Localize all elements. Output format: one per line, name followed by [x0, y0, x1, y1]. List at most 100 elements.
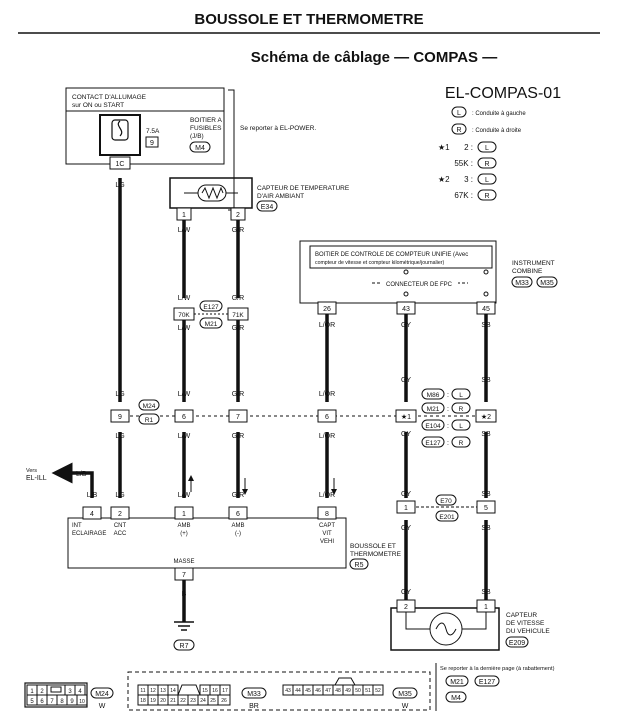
svg-text:7: 7 — [182, 572, 186, 579]
legend: L : Conduite à gauche R : Conduite à dro… — [438, 106, 526, 201]
svg-text:R: R — [459, 440, 464, 447]
svg-text:45: 45 — [305, 688, 311, 694]
svg-text:(+): (+) — [180, 531, 188, 537]
svg-text:R: R — [456, 127, 461, 134]
svg-text:INSTRUMENT: INSTRUMENT — [512, 260, 555, 267]
svg-text:16: 16 — [212, 688, 218, 694]
svg-text:M21: M21 — [450, 679, 464, 686]
svg-text:BOITIER A: BOITIER A — [190, 117, 222, 124]
svg-text:13: 13 — [160, 688, 166, 694]
svg-text:L/W: L/W — [178, 492, 191, 499]
svg-text:4: 4 — [78, 689, 82, 695]
svg-text:R5: R5 — [355, 562, 364, 569]
svg-text:2: 2 — [118, 511, 122, 518]
svg-text:47: 47 — [325, 688, 331, 694]
svg-text::: : — [447, 392, 449, 399]
svg-text:1: 1 — [484, 604, 488, 611]
svg-text:BOUSSOLE ET: BOUSSOLE ET — [350, 543, 396, 550]
ground-symbol: R7 — [173, 621, 195, 651]
svg-text:6: 6 — [325, 414, 329, 421]
svg-text:L/OR: L/OR — [319, 492, 335, 499]
svg-text::: : — [447, 423, 449, 430]
svg-text:49: 49 — [345, 688, 351, 694]
svg-text:R7: R7 — [180, 643, 189, 650]
svg-text:45: 45 — [482, 306, 490, 313]
svg-text:M33: M33 — [515, 280, 529, 287]
svg-text:M21: M21 — [427, 406, 440, 413]
svg-text:W: W — [402, 703, 409, 710]
joint-connector-70k: 70K 71K E127 M21 — [173, 300, 249, 329]
svg-text:ECLAIRAGE: ECLAIRAGE — [72, 531, 106, 537]
svg-text:G/R: G/R — [232, 492, 244, 499]
svg-text:Vers: Vers — [26, 468, 37, 474]
svg-text:8: 8 — [60, 699, 64, 705]
svg-text:L/OR: L/OR — [319, 433, 335, 440]
power-ref-note: Se reporter à EL-POWER. — [240, 125, 316, 132]
svg-text:E201: E201 — [439, 514, 455, 521]
svg-text:L: L — [457, 110, 461, 117]
svg-text:DE VITESSE: DE VITESSE — [506, 620, 545, 627]
joint-connector-mid: 9 6 7 6 ★1 ★2 M24 R1 M86 : L M21 : R E10… — [110, 388, 497, 448]
svg-text:GY: GY — [401, 431, 411, 438]
svg-text:70K: 70K — [178, 312, 190, 319]
svg-text:GY: GY — [401, 377, 411, 384]
svg-text:M86: M86 — [427, 392, 440, 399]
diagram-code: EL-COMPAS-01 — [445, 85, 561, 102]
svg-text:★1: ★1 — [401, 413, 411, 421]
wire-runs — [72, 178, 488, 622]
svg-text:7: 7 — [236, 414, 240, 421]
svg-text:E34: E34 — [261, 204, 274, 211]
svg-text:M33: M33 — [247, 691, 261, 698]
svg-text:26: 26 — [221, 698, 227, 704]
svg-text::: : — [447, 406, 449, 413]
svg-text:L: L — [485, 177, 489, 184]
svg-text:1: 1 — [404, 505, 408, 512]
svg-text:LG: LG — [115, 391, 124, 398]
svg-text:W: W — [99, 703, 106, 710]
svg-text:B: B — [182, 591, 187, 598]
svg-text:LG: LG — [115, 433, 124, 440]
svg-text:4: 4 — [90, 511, 94, 518]
svg-text:G/R: G/R — [232, 325, 244, 332]
svg-text:G/R: G/R — [232, 433, 244, 440]
svg-text:21: 21 — [170, 698, 176, 704]
svg-text:6: 6 — [40, 699, 44, 705]
svg-text:R: R — [484, 161, 489, 168]
svg-text:L/OR: L/OR — [319, 322, 335, 329]
svg-text:23: 23 — [190, 698, 196, 704]
svg-text:67K :: 67K : — [454, 191, 473, 200]
svg-text:BOITIER DE CONTROLE DE COMPTEU: BOITIER DE CONTROLE DE COMPTEUR UNIFIE (… — [315, 252, 468, 258]
svg-text:ACC: ACC — [114, 531, 127, 537]
svg-text:L/W: L/W — [178, 391, 191, 398]
diagram-subtitle: Schéma de câblage — COMPAS — — [251, 49, 497, 66]
svg-text:2: 2 — [404, 604, 408, 611]
svg-text:FUSIBLES: FUSIBLES — [190, 125, 222, 132]
svg-text:VEHI: VEHI — [320, 539, 334, 545]
svg-text:9: 9 — [70, 699, 74, 705]
svg-text:★2: ★2 — [438, 175, 450, 184]
svg-text:1C: 1C — [116, 161, 125, 168]
page-title: BOUSSOLE ET THERMOMETRE — [194, 11, 423, 28]
svg-text:3: 3 — [68, 689, 72, 695]
svg-text:EL-ILL: EL-ILL — [26, 475, 47, 482]
svg-text:E70: E70 — [440, 498, 452, 505]
svg-text:LG: LG — [115, 182, 124, 189]
svg-text:M24: M24 — [143, 403, 156, 410]
svg-text:D'AIR AMBIANT: D'AIR AMBIANT — [257, 193, 304, 200]
svg-text:L/W: L/W — [178, 295, 191, 302]
to-el-ill: Vers EL-ILL L/B — [26, 462, 87, 484]
svg-text:CAPTEUR DE TEMPERATURE: CAPTEUR DE TEMPERATURE — [257, 185, 350, 192]
svg-text:GY: GY — [401, 589, 411, 596]
svg-text:43: 43 — [285, 688, 291, 694]
svg-text:AMB: AMB — [177, 523, 190, 529]
svg-text:9: 9 — [118, 414, 122, 421]
svg-text:THERMOMETRE: THERMOMETRE — [350, 551, 402, 558]
svg-text:5: 5 — [484, 505, 488, 512]
svg-text:15: 15 — [202, 688, 208, 694]
svg-text:22: 22 — [180, 698, 186, 704]
svg-text:1: 1 — [30, 689, 34, 695]
svg-text:LG: LG — [115, 492, 124, 499]
svg-text:12: 12 — [150, 688, 156, 694]
svg-text:17: 17 — [222, 688, 228, 694]
